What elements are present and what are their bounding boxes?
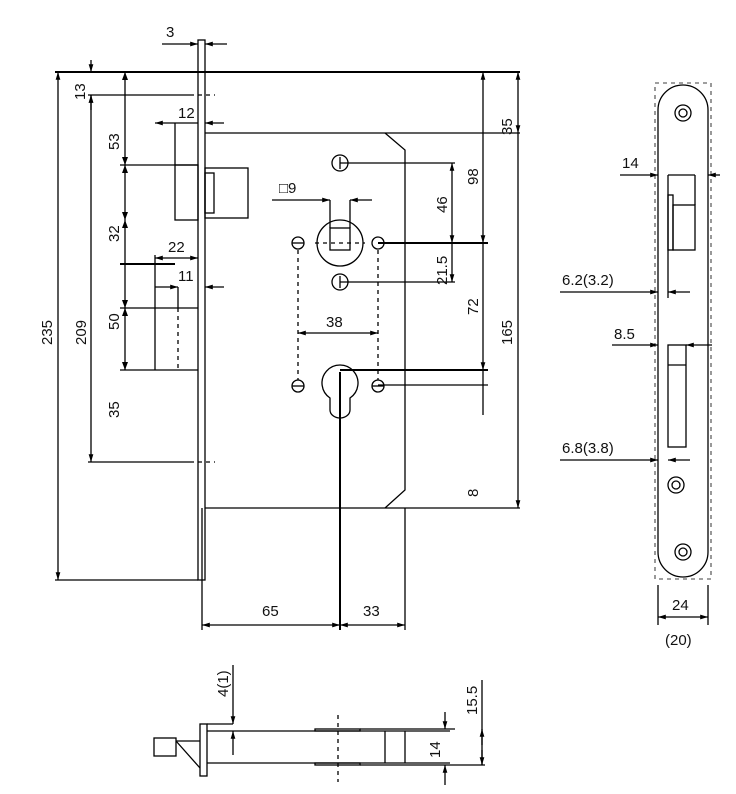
- dim-8: 8: [465, 489, 482, 497]
- dim-11: 11: [178, 268, 194, 285]
- lock-case: [201, 132, 520, 630]
- latch-bolt: [120, 123, 249, 265]
- dim-faceplate-thickness: 3: [166, 24, 174, 41]
- dim-22: 22: [168, 239, 185, 256]
- dim-209: 209: [73, 320, 90, 345]
- dim-15-5: 15.5: [464, 686, 481, 715]
- screw-top: [674, 104, 692, 122]
- dim-53: 53: [106, 133, 123, 150]
- screw-bottom: [674, 543, 692, 561]
- dim-6-8: 6.8(3.8): [562, 440, 614, 457]
- screw-middle: [667, 476, 685, 494]
- bottom-view: 4(1) 14 15.5: [153, 665, 485, 785]
- cylinder-cutout: [321, 364, 359, 630]
- dim-spindle-square: □9: [279, 180, 296, 197]
- dead-bolt: [120, 255, 198, 371]
- dim-38: 38: [326, 314, 343, 331]
- dim-12: 12: [178, 105, 195, 122]
- dim-35-bolt: 35: [106, 401, 123, 418]
- dim-20: (20): [665, 632, 692, 649]
- dim-98: 98: [465, 168, 482, 185]
- dim-235: 235: [39, 320, 56, 345]
- dim-165: 165: [499, 320, 516, 345]
- dim-6-2: 6.2(3.2): [562, 272, 614, 289]
- dim-13: 13: [72, 83, 89, 100]
- faceplate: [197, 39, 206, 581]
- dim-65: 65: [262, 603, 279, 620]
- dim-32: 32: [106, 225, 123, 242]
- front-view: 3 13 235 209 53 32 50 35 12 22 11: [39, 24, 521, 630]
- spindle-hub: □9: [272, 180, 372, 267]
- dim-14-strike: 14: [622, 155, 639, 172]
- faceplate-view: 14 6.2(3.2) 8.5 6.8(3.8) 24 (20): [560, 82, 720, 649]
- dim-21-5: 21.5: [434, 256, 451, 285]
- dim-46: 46: [434, 196, 451, 213]
- dim-35-top: 35: [499, 118, 516, 135]
- dim-14-bottom: 14: [427, 741, 444, 758]
- dim-4-1: 4(1): [215, 670, 232, 697]
- dim-72: 72: [465, 298, 482, 315]
- dim-8-5: 8.5: [614, 326, 635, 343]
- screw-holes: [291, 154, 385, 393]
- dim-24: 24: [672, 597, 689, 614]
- dim-50: 50: [106, 313, 123, 330]
- dim-33: 33: [363, 603, 380, 620]
